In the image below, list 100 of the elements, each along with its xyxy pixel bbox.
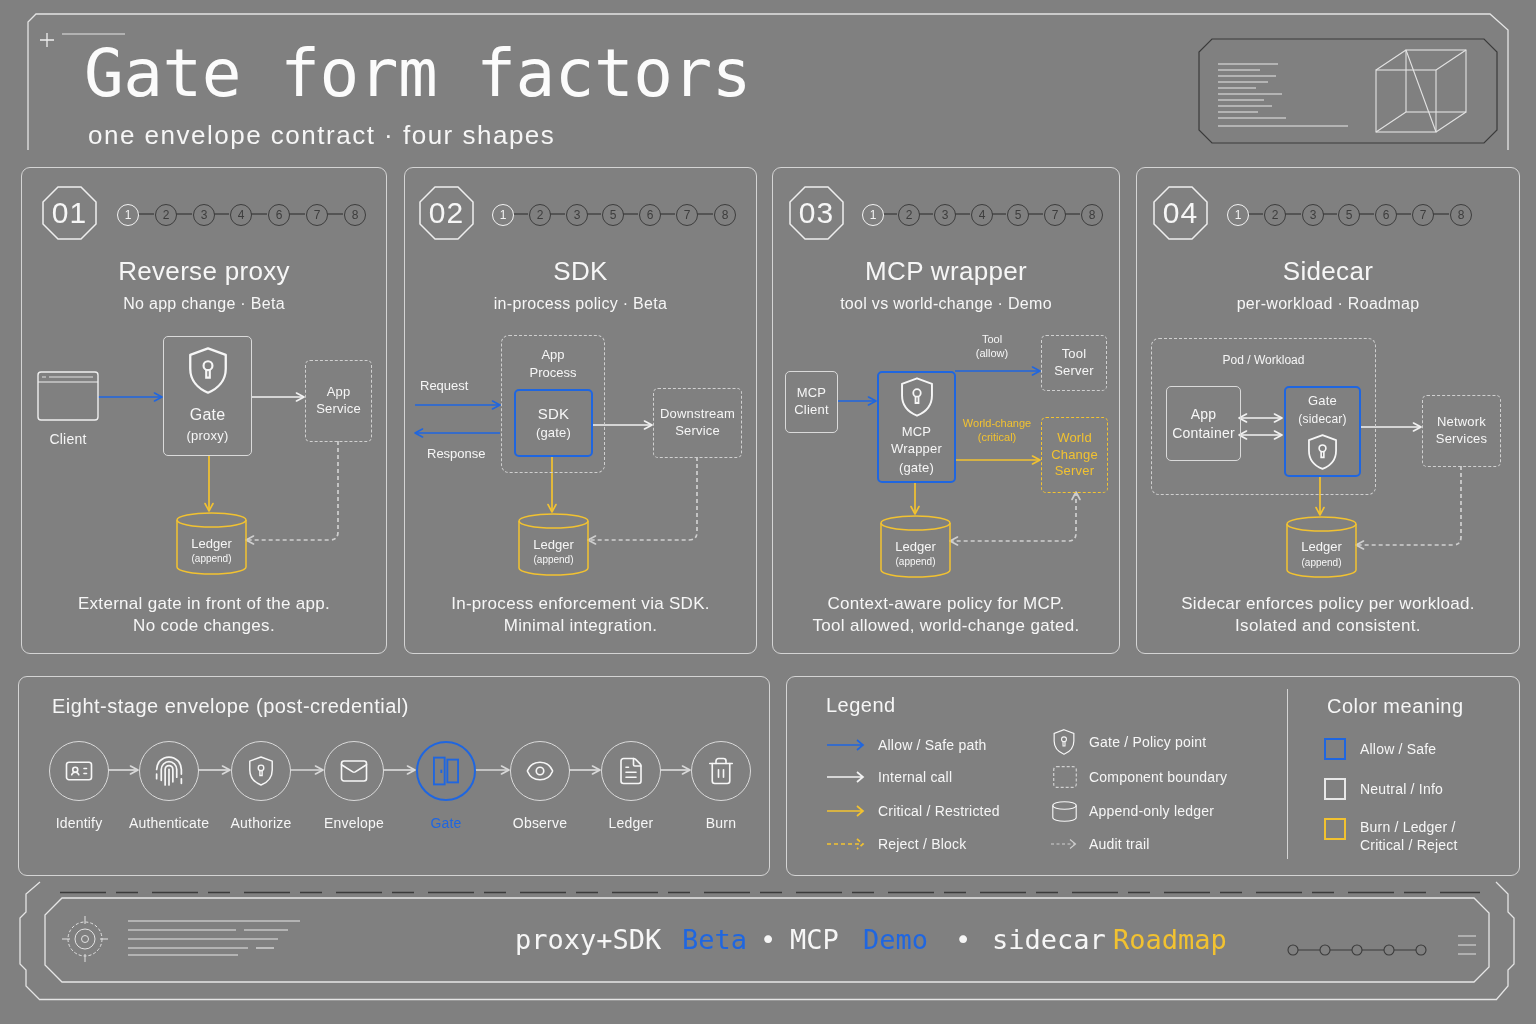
status-text: sidecar	[992, 923, 1106, 957]
badge-number: 01	[51, 198, 88, 228]
node-sublabel: (append)	[191, 552, 232, 566]
arrow	[97, 392, 163, 402]
ledger-cylinder	[880, 515, 951, 578]
section-panel	[786, 676, 1520, 876]
service-box	[1422, 395, 1501, 467]
edge-label: Response	[427, 446, 486, 463]
group-label: Pod / Workload	[1222, 352, 1305, 369]
dashed-arrow	[587, 456, 698, 545]
arrow	[204, 454, 214, 512]
arrow	[1315, 474, 1325, 516]
arrow	[289, 765, 324, 775]
node-label: Downstream Service	[659, 406, 736, 440]
dashed-arrow	[245, 440, 339, 545]
node-caption: Observe	[512, 814, 568, 833]
connector-line	[1358, 213, 1375, 215]
arrow	[590, 420, 653, 430]
node-caption: Authorize	[230, 814, 292, 833]
connector-line	[1027, 213, 1044, 215]
legend-text: Allow / Safe	[1360, 740, 1437, 758]
browser-window-icon	[37, 371, 99, 421]
connector-line	[1432, 213, 1450, 215]
arrow	[568, 765, 601, 775]
node-label: Gate	[189, 405, 226, 426]
node-label: SDK	[537, 403, 570, 424]
gate-box	[1284, 386, 1361, 477]
connector-line	[288, 213, 306, 215]
node-caption: Authenticate	[128, 814, 210, 833]
connector-line	[991, 213, 1007, 215]
node-caption: Gate	[430, 814, 462, 833]
legend-text: Reject / Block	[878, 835, 967, 853]
connector-line	[512, 213, 529, 215]
connector-line	[586, 213, 602, 215]
arrow	[250, 392, 305, 402]
service-box	[305, 360, 372, 442]
gate-box	[514, 389, 593, 457]
badge-number: 02	[428, 198, 465, 228]
legend-text: Gate / Policy point	[1089, 733, 1207, 751]
node-label: MCP Wrapper	[890, 424, 943, 458]
legend-text: Audit trail	[1089, 835, 1150, 853]
page-subtitle: one envelope contract · four shapes	[88, 120, 556, 152]
dashed-arrow	[949, 491, 1081, 546]
node-label: MCP Client	[793, 385, 830, 419]
octagon-badge	[1153, 186, 1208, 240]
stage-circle	[231, 741, 291, 801]
node-label: App Service	[315, 384, 362, 418]
connector-line	[696, 213, 714, 215]
section-heading: Legend	[826, 693, 896, 718]
connector-line	[213, 213, 230, 215]
octagon-badge	[42, 186, 97, 240]
panel-card	[21, 167, 387, 654]
node-label: Tool Server	[1053, 346, 1095, 380]
arrow	[547, 454, 557, 513]
octagon-badge	[789, 186, 844, 240]
connector-line	[882, 213, 898, 215]
arrow	[910, 481, 920, 515]
section-heading: Color meaning	[1327, 694, 1464, 719]
panel-subtitle: tool vs world-change · Demo	[840, 294, 1052, 314]
connector-line	[175, 213, 193, 215]
connector-line	[250, 213, 268, 215]
dashed-arrow	[1355, 465, 1462, 550]
node-label: App Container	[1171, 405, 1236, 442]
arrow	[107, 765, 139, 775]
octagon-badge	[419, 186, 474, 240]
arrow	[659, 765, 691, 775]
status-text: MCP	[790, 923, 839, 957]
panel-title: Sidecar	[1282, 255, 1374, 288]
connector-line	[918, 213, 934, 215]
node-caption: Client	[49, 430, 87, 449]
stage-circle	[416, 741, 476, 801]
panel-description: In-process enforcement via SDK. Minimal integration.	[450, 593, 711, 638]
ledger-cylinder	[176, 512, 247, 575]
arrow	[414, 428, 501, 438]
component-box	[163, 336, 252, 456]
node-label: Ledger	[895, 538, 936, 556]
node-sublabel: (append)	[533, 553, 574, 567]
node-sublabel: (gate)	[898, 459, 935, 477]
node-sublabel: (gate)	[535, 425, 572, 443]
component-box	[785, 371, 838, 433]
node-label: Ledger	[191, 535, 232, 553]
panel-description: Sidecar enforces policy per workload. Isolated and consistent.	[1180, 593, 1476, 638]
connector-line	[659, 213, 676, 215]
arrow	[382, 765, 416, 775]
gate-box	[877, 371, 956, 483]
connector-line	[137, 213, 155, 215]
legend-text: Internal call	[878, 768, 953, 786]
connector-line	[549, 213, 566, 215]
arrow	[954, 366, 1041, 376]
boundary-group	[501, 335, 605, 473]
critical-service-box	[1041, 417, 1108, 493]
panel-subtitle: per-workload · Roadmap	[1236, 294, 1420, 314]
node-label: Network Services	[1434, 414, 1489, 448]
edge-label: Request	[420, 378, 469, 395]
panel-card	[1136, 167, 1520, 654]
legend-text: Allow / Safe path	[878, 736, 987, 754]
node-label: Gate	[1308, 393, 1337, 411]
page-title: Gate form factors	[84, 38, 751, 111]
connector-line	[1395, 213, 1412, 215]
node-caption: Burn	[705, 814, 737, 833]
